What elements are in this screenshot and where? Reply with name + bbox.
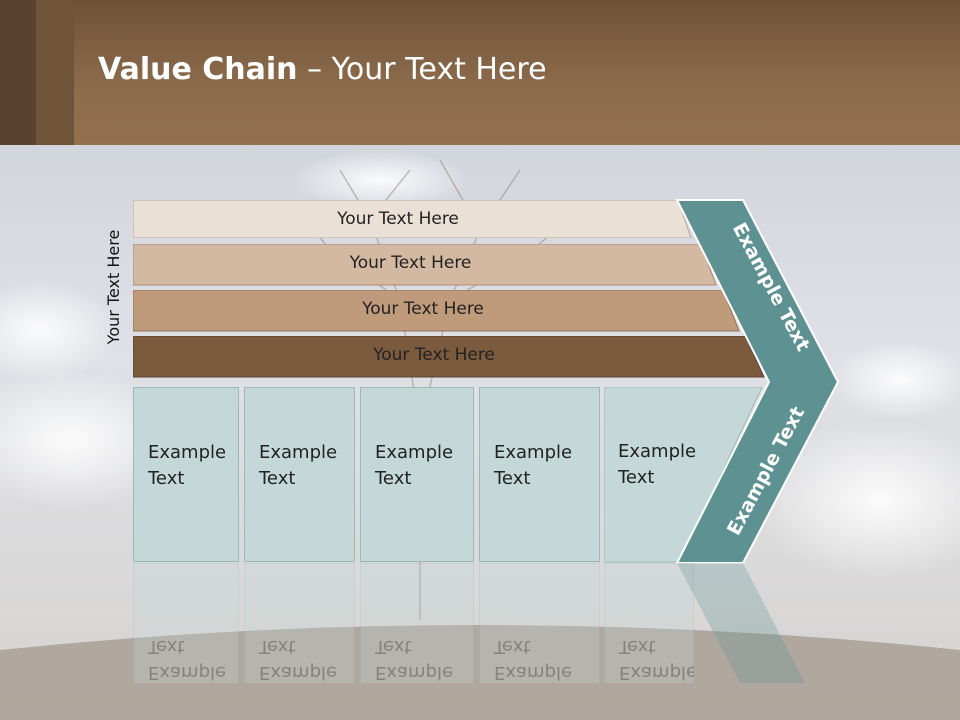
box-text-line: Example: [375, 442, 454, 463]
value-bar-4: Your Text Here: [133, 336, 765, 378]
activity-box-5: Example Text: [618, 439, 696, 491]
value-chain-chevron: [675, 199, 840, 564]
value-bar-label: Your Text Here: [337, 209, 459, 229]
box-text-line: Text: [618, 467, 655, 488]
value-bar-label: Your Text Here: [362, 299, 484, 319]
slide-title: Value Chain – Your Text Here: [98, 52, 547, 87]
box-text-line: Example: [494, 442, 573, 463]
box-text-line: Example: [148, 442, 227, 463]
box-text-line: Example: [618, 441, 697, 462]
value-bar-2: Your Text Here: [133, 244, 718, 286]
value-bar-1: Your Text Here: [133, 200, 693, 238]
header-accent-strip: [0, 0, 36, 145]
box-text-line: Text: [375, 468, 412, 489]
value-bar-label: Your Text Here: [373, 345, 495, 365]
value-bar-3: Your Text Here: [133, 290, 743, 332]
box-text-line: Example: [259, 442, 338, 463]
activity-box-2: Example Text: [244, 387, 355, 562]
value-bar-label: Your Text Here: [349, 253, 472, 273]
side-label: Your Text Here: [104, 229, 123, 345]
chevron-reflection: [677, 563, 805, 683]
activity-box-3: Example Text: [360, 387, 474, 562]
header-accent-strip: [36, 0, 74, 145]
slide-header: Value Chain – Your Text Here: [0, 0, 960, 145]
box-text-line: Text: [148, 468, 185, 489]
activity-box-4: Example Text: [479, 387, 600, 562]
box-text-line: Text: [259, 468, 296, 489]
activity-box-1: Example Text: [133, 387, 239, 562]
box-text-line: Text: [494, 468, 531, 489]
